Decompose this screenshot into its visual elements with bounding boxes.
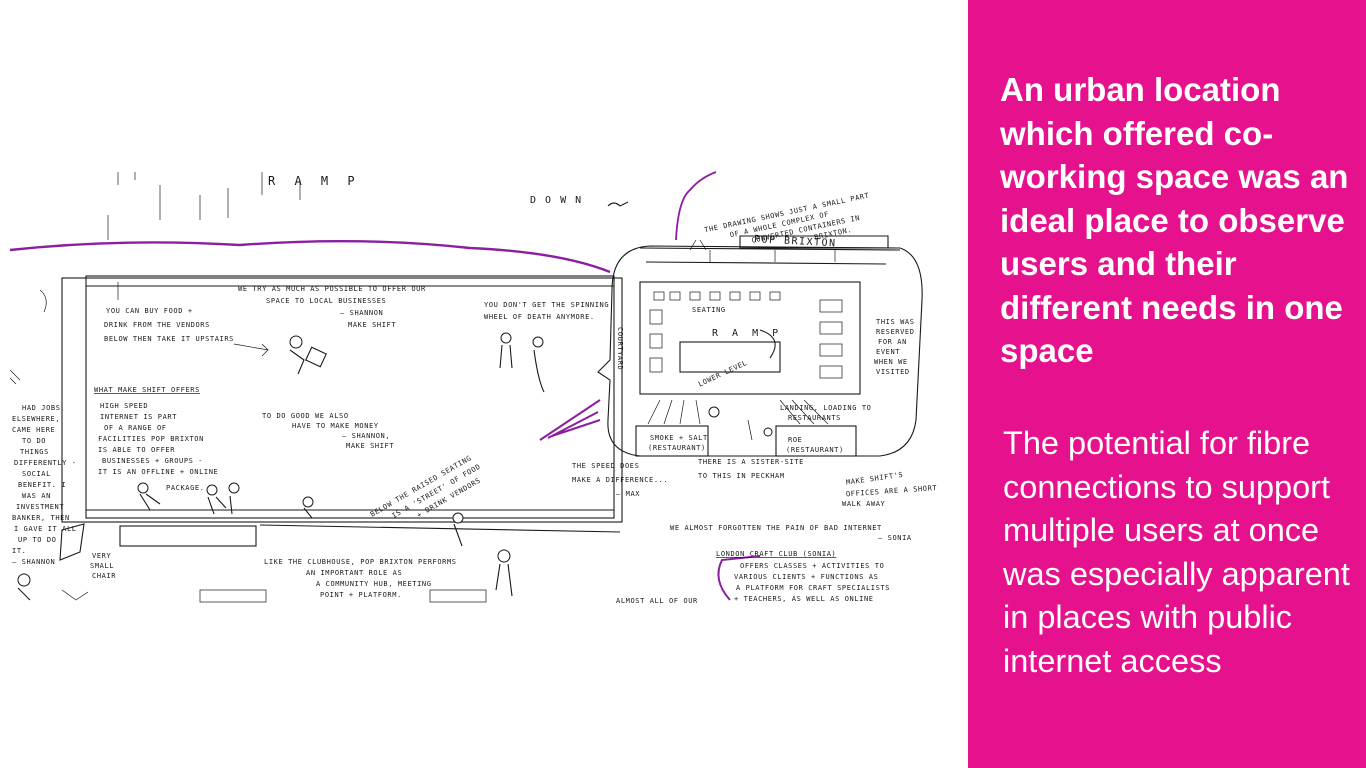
craft-club-note: A PLATFORM FOR CRAFT SPECIALISTS [736, 584, 890, 592]
do-good-quote: HAVE TO MAKE MONEY [292, 422, 379, 430]
offer-space-quote: — SHANNON [340, 309, 383, 317]
walk-note: WALK AWAY [842, 500, 886, 508]
offer-space-quote: MAKE SHIFT [348, 321, 396, 329]
speed-quote: THE SPEED DOES [572, 462, 639, 470]
buy-food-note: YOU CAN BUY FOOD + [106, 307, 193, 315]
headline: An urban location which offered co-worki… [1000, 71, 1349, 369]
do-good-quote: MAKE SHIFT [346, 442, 394, 450]
offers-text: FACILITIES POP BRIXTON [98, 435, 204, 443]
bad-internet-quote: WE ALMOST FORGOTTEN THE PAIN OF BAD INTE… [670, 524, 882, 532]
below-seating-note: BELOW THE RAISED SEATING IS A 'STREET' O… [369, 454, 482, 520]
loading-note: LANDING, LOADING TO [780, 404, 871, 412]
reserved-note: VISITED [876, 368, 910, 376]
arrow-upstairs [233, 343, 270, 357]
offers-text: IT IS AN OFFLINE + ONLINE [98, 468, 218, 476]
roe-label: (RESTAURANT) [786, 446, 844, 454]
jobs-quote: — SHANNON [12, 558, 55, 566]
what-offers-heading: WHAT MAKE SHIFT OFFERS [94, 386, 200, 394]
do-good-quote: — SHANNON, [342, 432, 390, 440]
pop-brixton-drawing: R A M P D O W N [9, 171, 938, 605]
ramp-ticks [107, 172, 301, 240]
spinning-quote: YOU DON'T GET THE SPINNING [484, 301, 609, 309]
main-building [61, 275, 623, 603]
pop-brixton-bubble [597, 235, 923, 457]
purple-callout-line [675, 171, 717, 241]
reserved-note: WHEN WE [874, 358, 908, 366]
reserved-note: RESERVED [876, 328, 915, 336]
jobs-quote: WAS AN [22, 492, 51, 500]
jobs-quote: BANKER, THEN [12, 514, 70, 522]
offers-text: BUSINESSES + GROUPS - [102, 457, 203, 465]
purple-craft-mark [717, 555, 761, 601]
pop-brixton-sign: POP BRIXTON [754, 234, 837, 249]
very-small-chair [59, 523, 85, 561]
speed-quote: — MAX [616, 490, 640, 498]
chair-note: SMALL [90, 562, 114, 570]
community-hub-note: POINT + PLATFORM. [320, 591, 402, 599]
down-label: D O W N [530, 195, 583, 206]
craft-club-note: + TEACHERS, AS WELL AS ONLINE [734, 595, 874, 603]
purple-wedge [539, 399, 601, 441]
jobs-quote: BENEFIT. I [18, 481, 66, 489]
jobs-quote: HAD JOBS [22, 404, 61, 412]
loading-note: RESTAURANTS [788, 414, 841, 422]
offers-text: OF A RANGE OF [104, 424, 167, 432]
community-hub-note: AN IMPORTANT ROLE AS [306, 569, 402, 577]
chair-note: VERY [92, 552, 111, 560]
drawing-note: THE DRAWING SHOWS JUST A SMALL PART OF A… [704, 191, 871, 244]
jobs-quote: DIFFERENTLY - [14, 459, 77, 467]
bad-internet-quote: — SONIA [878, 534, 912, 542]
inner-ramp-label: R A M P [712, 328, 782, 339]
craft-club-heading: LONDON CRAFT CLUB (SONIA) [716, 550, 836, 558]
offer-space-quote: SPACE TO LOCAL BUSINESSES [266, 297, 386, 305]
sister-site-note: TO THIS IN PECKHAM [698, 472, 785, 480]
reserved-note: FOR AN [878, 338, 907, 346]
offers-text: IS ABLE TO OFFER [98, 446, 175, 454]
roe-label: ROE [788, 436, 802, 444]
jobs-quote: I GAVE IT ALL [14, 525, 77, 533]
offers-text: HIGH SPEED [100, 402, 148, 410]
offer-space-quote: WE TRY AS MUCH AS POSSIBLE TO OFFER OUR [238, 285, 426, 293]
jobs-quote: CAME HERE [12, 426, 55, 434]
sketch-illustration: R A M P D O W N [9, 171, 938, 605]
jobs-quote: TO DO [22, 437, 46, 445]
arrow-loading [747, 419, 753, 441]
speed-quote: MAKE A DIFFERENCE... [572, 476, 668, 484]
reserved-note: THIS WAS [876, 318, 915, 326]
smoke-salt-label: SMOKE + SALT [650, 434, 708, 442]
spinning-quote: WHEEL OF DEATH ANYMORE. [484, 313, 595, 321]
jobs-quote: IT. [12, 547, 26, 555]
courtyard-label: COURTYARD [616, 327, 624, 370]
lower-level-label: LOWER LEVEL [697, 359, 748, 389]
buy-food-note: BELOW THEN TAKE IT UPSTAIRS [104, 335, 234, 343]
walk-note: MAKE SHIFT'S [845, 471, 903, 487]
almost-all-note: ALMOST ALL OF OUR [616, 597, 698, 605]
jobs-quote: INVESTMENT [16, 503, 64, 511]
seating-label: SEATING [692, 306, 726, 314]
craft-club-note: VARIOUS CLIENTS + FUNCTIONS AS [734, 573, 878, 581]
community-hub-note: A COMMUNITY HUB, MEETING [316, 580, 432, 588]
community-hub-note: LIKE THE CLUBHOUSE, POP BRIXTON PERFORMS [264, 558, 457, 566]
reserved-note: EVENT [876, 348, 900, 356]
craft-club-note: OFFERS CLASSES + ACTIVITIES TO [740, 562, 884, 570]
offers-text: INTERNET IS PART [100, 413, 177, 421]
offers-text: PACKAGE. [166, 484, 205, 492]
walk-note: OFFICES ARE A SHORT [846, 484, 938, 498]
purple-route-line [9, 239, 611, 274]
jobs-quote: THINGS [20, 448, 49, 456]
sister-site-note: THERE IS A SISTER-SITE [698, 458, 804, 466]
buy-food-note: DRINK FROM THE VENDORS [104, 321, 210, 329]
smoke-salt-label: (RESTAURANT) [648, 444, 706, 452]
down-arrow [607, 201, 629, 207]
jobs-quote: ELSEWHERE, [12, 415, 60, 423]
arrow-drawing-note [689, 239, 707, 251]
do-good-quote: TO DO GOOD WE ALSO [262, 412, 349, 420]
text-sidebar: An urban location which offered co-worki… [968, 0, 1366, 768]
people-figures [9, 289, 545, 601]
jobs-quote: UP TO DO [18, 536, 57, 544]
ramp-label: R A M P [268, 174, 361, 188]
chair-note: CHAIR [92, 572, 116, 580]
body-text: The potential for fibre connections to s… [1003, 425, 1350, 679]
jobs-quote: SOCIAL [22, 470, 51, 478]
